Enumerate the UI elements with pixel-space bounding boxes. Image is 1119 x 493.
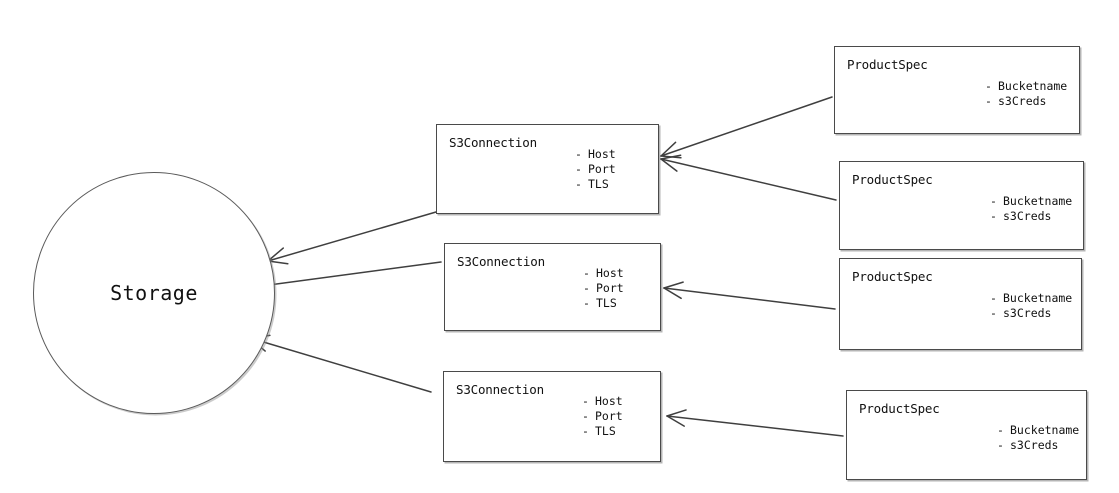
spec-attribute: -Bucketname [990,194,1072,209]
connection-box[interactable]: S3Connection-Host-Port-TLS [444,243,661,331]
bullet-dash-icon: - [582,409,589,423]
edge-conn3-to-storage [249,334,432,393]
storage-label: Storage [110,281,198,305]
edge-conn1-to-storage [267,211,437,265]
connection-attribute: -Port [583,281,624,296]
spec-attribute: -s3Creds [990,306,1072,321]
bullet-dash-icon: - [575,177,582,191]
connection-attribute: -Host [575,147,616,162]
bullet-dash-icon: - [997,423,1004,437]
spec-attribute: -Bucketname [990,291,1072,306]
spec-attribute-label: s3Creds [1003,209,1052,223]
connection-title: S3Connection [457,254,545,269]
connection-attribute-label: TLS [595,424,616,438]
bullet-dash-icon: - [990,291,997,305]
spec-attribute: -s3Creds [990,209,1072,224]
connection-attribute: -TLS [582,424,623,439]
connection-attribute-list: -Host-Port-TLS [583,266,624,311]
spec-attribute-list: -Bucketname-s3Creds [997,423,1079,453]
bullet-dash-icon: - [990,209,997,223]
bullet-dash-icon: - [575,147,582,161]
spec-attribute-list: -Bucketname-s3Creds [990,291,1072,321]
spec-attribute-label: s3Creds [1010,438,1059,452]
connection-attribute-label: Port [596,281,624,295]
connection-attribute: -Port [575,162,616,177]
connection-attribute-list: -Host-Port-TLS [575,147,616,192]
spec-attribute-list: -Bucketname-s3Creds [985,79,1067,109]
connection-attribute-label: Host [588,147,616,161]
connection-attribute-label: Port [595,409,623,423]
spec-attribute-label: Bucketname [1010,423,1080,437]
storage-circle-node[interactable]: Storage [33,172,275,414]
bullet-dash-icon: - [985,79,992,93]
spec-attribute-label: s3Creds [1003,306,1052,320]
spec-box[interactable]: ProductSpec -Bucketname-s3Creds [846,390,1087,480]
connection-attribute-label: Host [595,394,623,408]
bullet-dash-icon: - [990,306,997,320]
bullet-dash-icon: - [583,281,590,295]
bullet-dash-icon: - [575,162,582,176]
connection-attribute: -Port [582,409,623,424]
spec-attribute-label: Bucketname [998,79,1068,93]
edge-spec4-to-conn3 [666,409,844,437]
connection-title: S3Connection [449,135,537,150]
bullet-dash-icon: - [582,424,589,438]
bullet-dash-icon: - [997,438,1004,452]
spec-attribute: -s3Creds [985,94,1067,109]
bullet-dash-icon: - [990,194,997,208]
connection-attribute: -TLS [583,296,624,311]
bullet-dash-icon: - [985,94,992,108]
spec-title: ProductSpec [859,401,940,416]
spec-attribute-list: -Bucketname-s3Creds [990,194,1072,224]
spec-box[interactable]: ProductSpec -Bucketname-s3Creds [834,46,1080,134]
bullet-dash-icon: - [583,296,590,310]
connection-attribute: -Host [582,394,623,409]
connection-attribute-label: TLS [596,296,617,310]
spec-box[interactable]: ProductSpec -Bucketname-s3Creds [839,258,1082,350]
connection-box[interactable]: S3Connection-Host-Port-TLS [443,371,661,462]
connection-attribute-label: Port [588,162,616,176]
spec-attribute: -Bucketname [997,423,1079,438]
spec-attribute: -Bucketname [985,79,1067,94]
connection-title: S3Connection [456,382,544,397]
bullet-dash-icon: - [583,266,590,280]
connection-attribute: -TLS [575,177,616,192]
spec-attribute: -s3Creds [997,438,1079,453]
bullet-dash-icon: - [582,394,589,408]
edge-spec1-to-conn1 [660,96,833,159]
connection-box[interactable]: S3Connection-Host-Port-TLS [436,124,659,214]
spec-title: ProductSpec [852,269,933,284]
spec-attribute-label: Bucketname [1003,291,1073,305]
edge-conn2-to-storage [253,261,442,294]
connection-attribute-label: TLS [588,177,609,191]
spec-attribute-label: Bucketname [1003,194,1073,208]
connection-attribute-label: Host [596,266,624,280]
connection-attribute-list: -Host-Port-TLS [582,394,623,439]
edge-spec2-to-conn1 [660,154,837,201]
spec-attribute-label: s3Creds [998,94,1047,108]
spec-box[interactable]: ProductSpec -Bucketname-s3Creds [839,161,1084,250]
spec-title: ProductSpec [847,57,928,72]
spec-title: ProductSpec [852,172,933,187]
edge-spec3-to-conn2 [663,281,836,310]
connection-attribute: -Host [583,266,624,281]
